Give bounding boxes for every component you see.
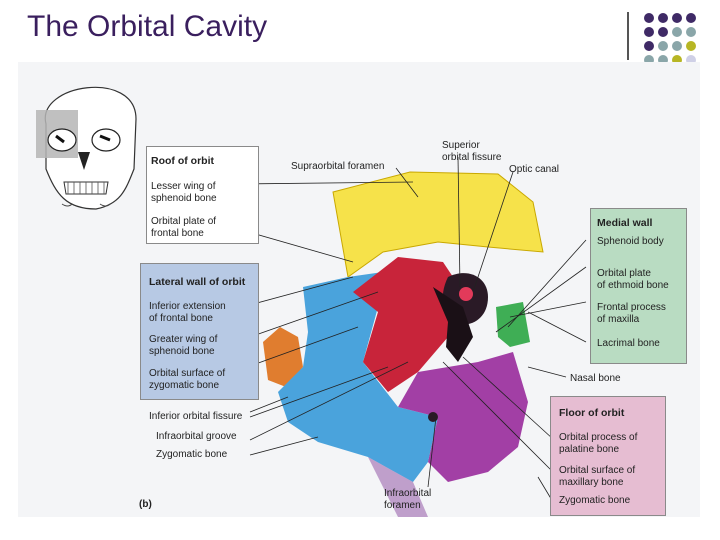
superior-orbital-fissure (433, 287, 473, 362)
zygomatic-bone-label: Zygomatic bone (156, 449, 228, 460)
skull-thumbnail (36, 86, 137, 210)
inferior-fissure-label: Inferior orbital fissure (149, 411, 243, 422)
greater-wing-label: Greater wing of sphenoid bone (149, 334, 218, 357)
frontal-process-maxilla-label: Frontal process of maxilla (597, 302, 666, 325)
panel-label: (b) (139, 499, 152, 510)
frontal-bone-region (332, 171, 544, 278)
zygomatic-blue-region (278, 272, 438, 482)
title-divider (627, 12, 629, 60)
maxilla-purple-region (398, 352, 528, 482)
supraorbital-foramen-label: Supraorbital foramen (291, 161, 385, 172)
optic-canal-label: Optic canal (509, 164, 560, 175)
page-title: The Orbital Cavity (27, 10, 268, 43)
lateral-box-title: Lateral wall of orbit (149, 276, 246, 288)
superior-fissure-label: Superior orbital fissure (442, 140, 502, 163)
infraorbital-foramen-hole (428, 412, 438, 422)
roof-box-title: Roof of orbit (151, 155, 214, 167)
orbit-figure: Roof of orbit Lesser wing of sphenoid bo… (18, 62, 700, 517)
orbital-plate-frontal-label: Orbital plate of frontal bone (151, 216, 217, 239)
lacrimal-bone-label: Lacrimal bone (597, 338, 660, 349)
optic-canal-opening (459, 287, 473, 301)
dot-row-1 (644, 13, 696, 23)
lesser-wing-label: Lesser wing of sphenoid bone (151, 181, 217, 204)
medial-wall-box: Medial wall Sphenoid body Orbital plate … (590, 208, 687, 364)
zygomatic-floor-label: Zygomatic bone (559, 495, 631, 506)
orbit-bones (263, 171, 544, 517)
leader-lines (237, 156, 587, 503)
orbit-illustration (36, 86, 587, 517)
medial-box-title: Medial wall (597, 217, 653, 229)
ethmoid-green-region (496, 302, 530, 347)
infraorbital-groove-label: Infraorbital groove (156, 431, 237, 442)
inferior-extension-label: Inferior extension of frontal bone (149, 301, 226, 324)
zygomatic-surface-label: Orbital surface of zygomatic bone (149, 368, 226, 391)
dot-row-3 (644, 41, 696, 51)
floor-box-title: Floor of orbit (559, 407, 625, 419)
nasal-bone-label: Nasal bone (570, 373, 621, 384)
lateral-wall-box: Lateral wall of orbit Inferior extension… (140, 263, 259, 400)
floor-of-orbit-box: Floor of orbit Orbital process of palati… (550, 396, 666, 516)
maxillary-surface-label: Orbital surface of maxillary bone (559, 465, 636, 488)
infraorbital-foramen-label: Infraorbital foramen (384, 488, 432, 511)
roof-of-orbit-box: Roof of orbit Lesser wing of sphenoid bo… (146, 146, 259, 244)
sphenoid-body-label: Sphenoid body (597, 236, 664, 247)
dot-row-2 (644, 27, 696, 37)
floor-shadow (368, 457, 428, 517)
palatine-process-label: Orbital process of palatine bone (559, 432, 638, 455)
ethmoid-plate-label: Orbital plate of ethmoid bone (597, 268, 669, 291)
lacrimal-orange-region (263, 327, 303, 387)
